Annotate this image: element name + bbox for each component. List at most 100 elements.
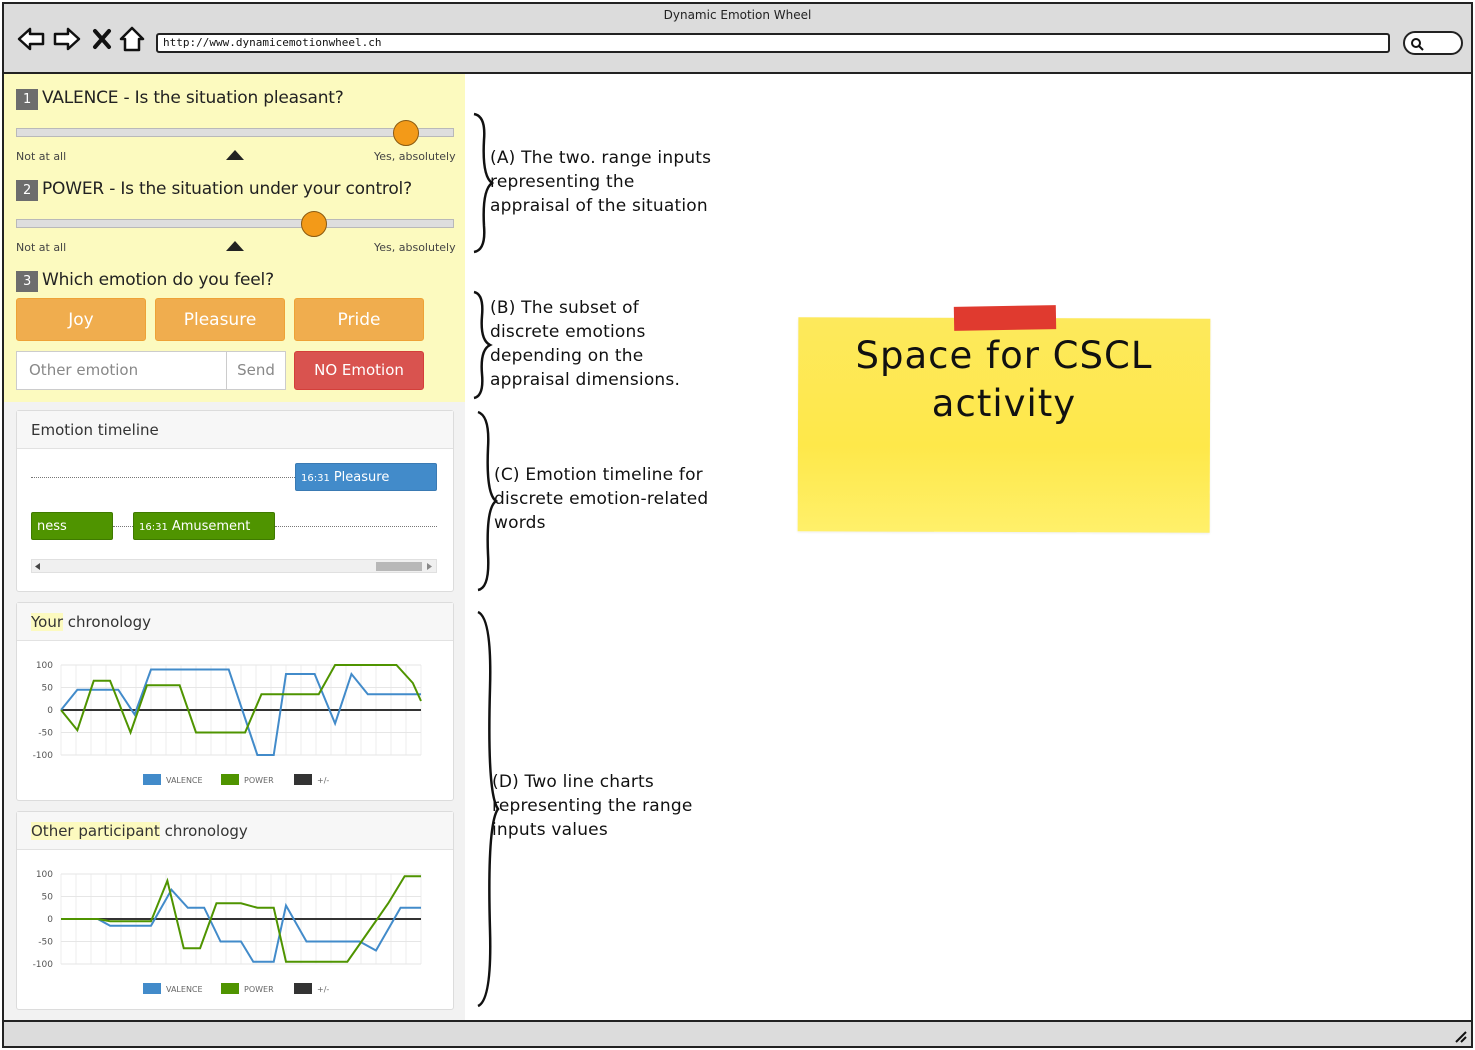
emotion-button-joy[interactable]: Joy bbox=[16, 298, 146, 341]
timeline-row-line bbox=[113, 526, 133, 527]
annotation-line: (B) The subset of bbox=[490, 298, 639, 318]
legend-swatch bbox=[143, 983, 161, 994]
question-number: 2 bbox=[16, 180, 38, 201]
brace-b bbox=[473, 290, 493, 400]
scroll-thumb[interactable] bbox=[376, 562, 422, 571]
valence-series-line bbox=[60, 668, 421, 756]
question-number: 1 bbox=[16, 89, 38, 110]
title-rest: chronology bbox=[159, 822, 248, 840]
legend-swatch bbox=[143, 774, 161, 785]
browser-toolbar: Dynamic Emotion Wheel http://www.dynamic… bbox=[4, 4, 1471, 74]
title-highlight: Your bbox=[31, 613, 64, 631]
valence-slider-thumb[interactable] bbox=[392, 120, 419, 146]
valence-slider[interactable] bbox=[16, 128, 454, 137]
power-slider-thumb[interactable] bbox=[300, 211, 327, 237]
back-arrow-icon[interactable] bbox=[16, 24, 46, 54]
search-box[interactable] bbox=[1403, 31, 1463, 55]
valence-min-label: Not at all bbox=[16, 150, 67, 163]
other-emotion-input[interactable]: Other emotion bbox=[16, 351, 226, 390]
annotation-line: depending on the bbox=[490, 346, 644, 366]
timeline-item-label: Pleasure bbox=[333, 470, 390, 485]
legend-label: POWER bbox=[244, 985, 274, 994]
y-tick-label: 100 bbox=[36, 870, 53, 880]
status-bar bbox=[4, 1020, 1471, 1046]
no-emotion-button[interactable]: NO Emotion bbox=[294, 351, 424, 390]
timeline-item-time: 16:31 bbox=[301, 473, 330, 484]
timeline-item-ness[interactable]: ness bbox=[31, 512, 113, 540]
timeline-item-label: ness bbox=[37, 519, 67, 534]
y-tick-label: 50 bbox=[42, 684, 54, 694]
annotation-line: appraisal of the situation bbox=[490, 196, 708, 216]
valence-caret-icon bbox=[226, 150, 244, 160]
annotation-line: appraisal dimensions. bbox=[490, 370, 681, 390]
power-slider[interactable] bbox=[16, 219, 454, 228]
power-max-label: Yes, absolutely bbox=[374, 241, 456, 254]
emotion-button-pleasure[interactable]: Pleasure bbox=[155, 298, 285, 341]
timeline-row-line bbox=[31, 477, 295, 478]
power-series-line bbox=[61, 875, 421, 963]
home-icon[interactable] bbox=[118, 24, 148, 54]
legend-label: VALENCE bbox=[166, 985, 203, 994]
power-caret-icon bbox=[226, 241, 244, 251]
annotation-line: discrete emotion-related bbox=[494, 489, 709, 509]
y-tick-label: -100 bbox=[33, 751, 54, 761]
annotation-line: (C) Emotion timeline for bbox=[494, 465, 703, 485]
url-bar[interactable]: http://www.dynamicemotionwheel.ch bbox=[156, 33, 1390, 53]
sticky-line: Space for CSCL bbox=[855, 334, 1153, 377]
power-min-label: Not at all bbox=[16, 241, 67, 254]
y-tick-label: 50 bbox=[42, 893, 54, 903]
annotation-line: (A) The two. range inputs bbox=[490, 148, 712, 168]
title-highlight: Other participant bbox=[31, 822, 160, 840]
annotation-line: words bbox=[494, 513, 546, 533]
annotation-line: (D) Two line charts bbox=[492, 772, 654, 792]
legend-swatch bbox=[221, 983, 239, 994]
legend-label: +/- bbox=[317, 985, 329, 994]
y-tick-label: 0 bbox=[47, 706, 53, 716]
question-text: Which emotion do you feel? bbox=[42, 270, 274, 290]
annotation-c: (C) Emotion timeline for discrete emotio… bbox=[494, 463, 708, 535]
annotation-line: representing the range bbox=[492, 796, 693, 816]
annotation-line: inputs values bbox=[492, 820, 608, 840]
forward-arrow-icon[interactable] bbox=[52, 24, 82, 54]
timeline-scrollbar[interactable] bbox=[31, 559, 437, 573]
window-title: Dynamic Emotion Wheel bbox=[663, 8, 812, 22]
valence-series-line bbox=[61, 888, 421, 963]
other-chronology-card: Other participant chronology 100 50 0 -50 -1… bbox=[16, 811, 454, 1010]
scroll-left-icon[interactable] bbox=[35, 563, 41, 570]
scroll-right-icon[interactable] bbox=[427, 563, 433, 570]
valence-max-label: Yes, absolutely bbox=[374, 150, 456, 163]
search-icon bbox=[1411, 38, 1424, 51]
your-chronology-title: Your chronology bbox=[17, 603, 453, 641]
y-tick-label: 0 bbox=[47, 915, 53, 925]
legend-swatch bbox=[221, 774, 239, 785]
y-tick-label: -50 bbox=[38, 938, 53, 948]
brace-a bbox=[473, 112, 495, 254]
timeline-row-line bbox=[275, 526, 437, 527]
y-tick-label: -100 bbox=[33, 960, 54, 970]
annotation-line: representing the bbox=[490, 172, 635, 192]
close-x-icon[interactable] bbox=[90, 24, 120, 54]
brace-c bbox=[477, 410, 499, 592]
send-button[interactable]: Send bbox=[226, 351, 286, 390]
timeline-item-time: 16:31 bbox=[139, 522, 168, 533]
annotation-b: (B) The subset of discrete emotions depe… bbox=[490, 296, 680, 392]
sticky-text: Space for CSCL activity bbox=[798, 332, 1210, 428]
legend-swatch bbox=[294, 774, 312, 785]
brace-d bbox=[477, 610, 500, 1008]
sticky-tape bbox=[953, 305, 1057, 331]
emotion-button-pride[interactable]: Pride bbox=[294, 298, 424, 341]
legend-swatch bbox=[294, 983, 312, 994]
annotation-line: discrete emotions bbox=[490, 322, 646, 342]
resize-grip-icon[interactable] bbox=[1453, 1029, 1467, 1043]
